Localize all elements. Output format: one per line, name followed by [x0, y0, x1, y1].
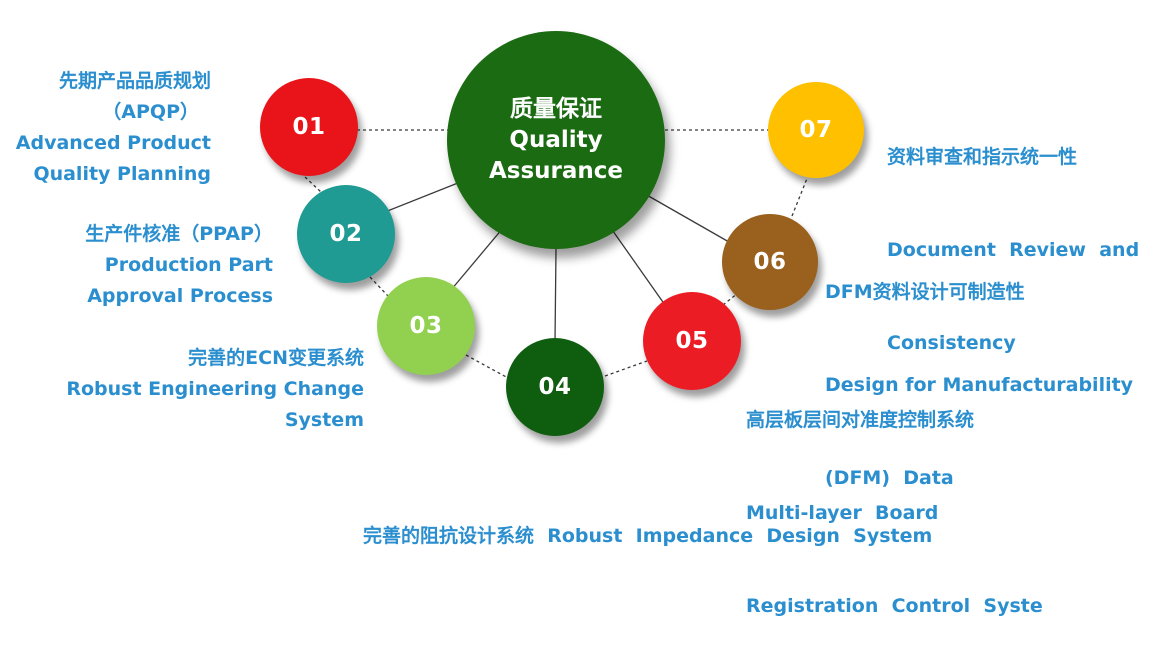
node-06-label-line-2: Design for Manufacturability [825, 374, 1134, 396]
node-06-label-line-1: DFM资料设计可制造性 [825, 281, 1025, 303]
connector-lines [304, 129, 809, 379]
node-03-number: 03 [409, 313, 443, 339]
node-02-label-line-1: 生产件核准（PPAP） [85, 223, 273, 245]
node-03-label-line-3: System [284, 409, 364, 431]
node-02-number: 02 [329, 221, 363, 247]
node-01-label-line-4: Quality Planning [33, 163, 211, 185]
node-05-label-line-3: Registration Control Syste [746, 595, 1043, 617]
node-01-circle: 01 [260, 78, 358, 176]
node-02-label-line-3: Approval Process [87, 285, 273, 307]
node-07-circle: 07 [768, 82, 864, 178]
node-07-label-line-3: Consistency [887, 332, 1016, 354]
node-06-circle: 06 [722, 214, 818, 310]
node-07-label-line-2: Document Review and [887, 239, 1140, 261]
center-title-en-2: Assurance [488, 158, 624, 184]
node-06-label-line-3: (DFM) Data [825, 467, 954, 489]
center-title-en-1: Quality [509, 127, 603, 153]
spoke-03 [450, 221, 509, 291]
node-06-number: 06 [753, 249, 787, 275]
node-02-circle: 02 [297, 185, 395, 283]
node-05-label-line-1: 高层板层间对准度控制系统 [746, 409, 975, 431]
node-01-label-line-2: （APQP） [102, 101, 199, 123]
node-03-label-line-2: Robust Engineering Change [66, 378, 364, 400]
node-05-number: 05 [675, 328, 709, 354]
center-quality-assurance-node: 质量保证 Quality Assurance [447, 31, 665, 249]
node-04-number: 04 [538, 374, 572, 400]
node-07-label-line-1: 资料审查和指示统一性 [887, 146, 1078, 168]
dash-03-04 [465, 354, 509, 379]
node-03-label: 完善的ECN变更系统 Robust Engineering Change Sys… [66, 343, 364, 436]
node-05-circle: 05 [643, 292, 741, 390]
node-04-circle: 04 [506, 338, 604, 436]
dash-06-07 [791, 175, 809, 217]
node-07-label: 资料审查和指示统一性 Document Review and Consisten… [887, 80, 1139, 390]
node-07-number: 07 [799, 117, 833, 143]
dash-04-05 [604, 360, 648, 377]
spoke-06 [637, 189, 730, 243]
node-01-label: 先期产品品质规划 （APQP） Advanced Product Quality… [16, 66, 211, 190]
node-02-label-line-2: Production Part [104, 254, 273, 276]
node-03-label-line-1: 完善的ECN变更系统 [188, 347, 364, 369]
spoke-05 [607, 223, 666, 306]
center-title-zh: 质量保证 [510, 96, 602, 122]
node-01-number: 01 [292, 114, 326, 140]
node-02-label: 生产件核准（PPAP） Production Part Approval Pro… [85, 219, 273, 312]
node-01-label-line-1: 先期产品品质规划 [58, 70, 211, 92]
node-06-label: DFM资料设计可制造性 Design for Manufacturability… [825, 215, 1133, 525]
node-03-circle: 03 [377, 277, 475, 375]
dash-01-02 [304, 176, 323, 194]
spoke-04 [554, 248, 557, 343]
node-01-label-line-3: Advanced Product [15, 132, 211, 154]
dash-02-03 [369, 276, 389, 297]
